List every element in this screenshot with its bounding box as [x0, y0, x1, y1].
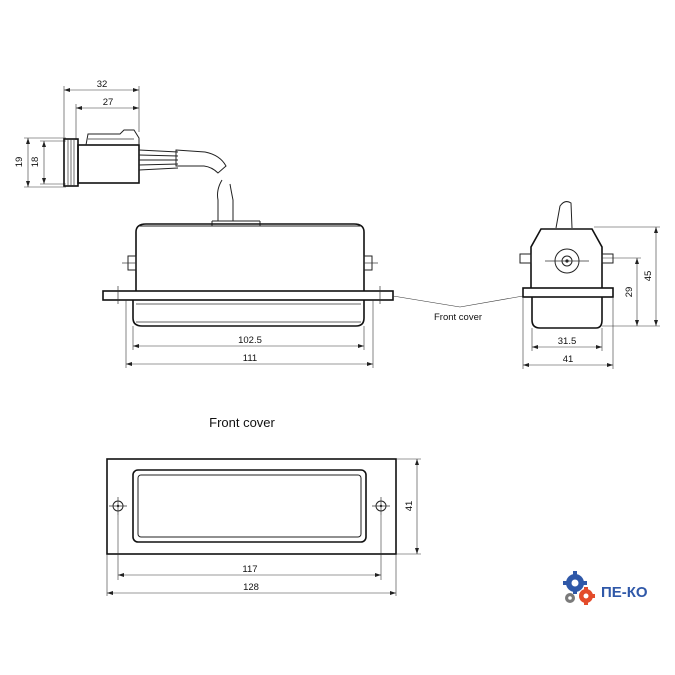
end-view: [519, 201, 660, 369]
front-cover-view: [106, 458, 421, 596]
dim-end-base-outer: 41: [563, 354, 574, 365]
gear-cluster-icon: [563, 571, 595, 605]
side-view: [24, 86, 227, 188]
dim-end-base-inner: 31.5: [558, 336, 577, 347]
dim-end-height-body: 29: [624, 287, 635, 298]
front-cover-callout: Front cover: [434, 312, 482, 323]
dim-cover-width: 128: [243, 582, 259, 593]
front-cover-title: Front cover: [209, 415, 275, 430]
dim-cover-hole-spacing: 117: [242, 564, 257, 575]
dim-side-width-inner: 27: [103, 97, 114, 108]
dim-cover-height: 41: [404, 501, 415, 512]
dim-side-height-inner: 18: [30, 157, 41, 168]
logo-text: ПЕ-КО: [601, 584, 648, 601]
front-view: [102, 179, 524, 368]
dim-end-height-total: 45: [643, 271, 654, 282]
logo: ПЕ-КО: [563, 571, 648, 605]
dim-front-flange-width: 111: [243, 353, 257, 364]
dim-front-body-width: 102.5: [238, 335, 262, 346]
dim-side-width-outer: 32: [97, 79, 108, 90]
dim-side-height-outer: 19: [14, 157, 25, 168]
